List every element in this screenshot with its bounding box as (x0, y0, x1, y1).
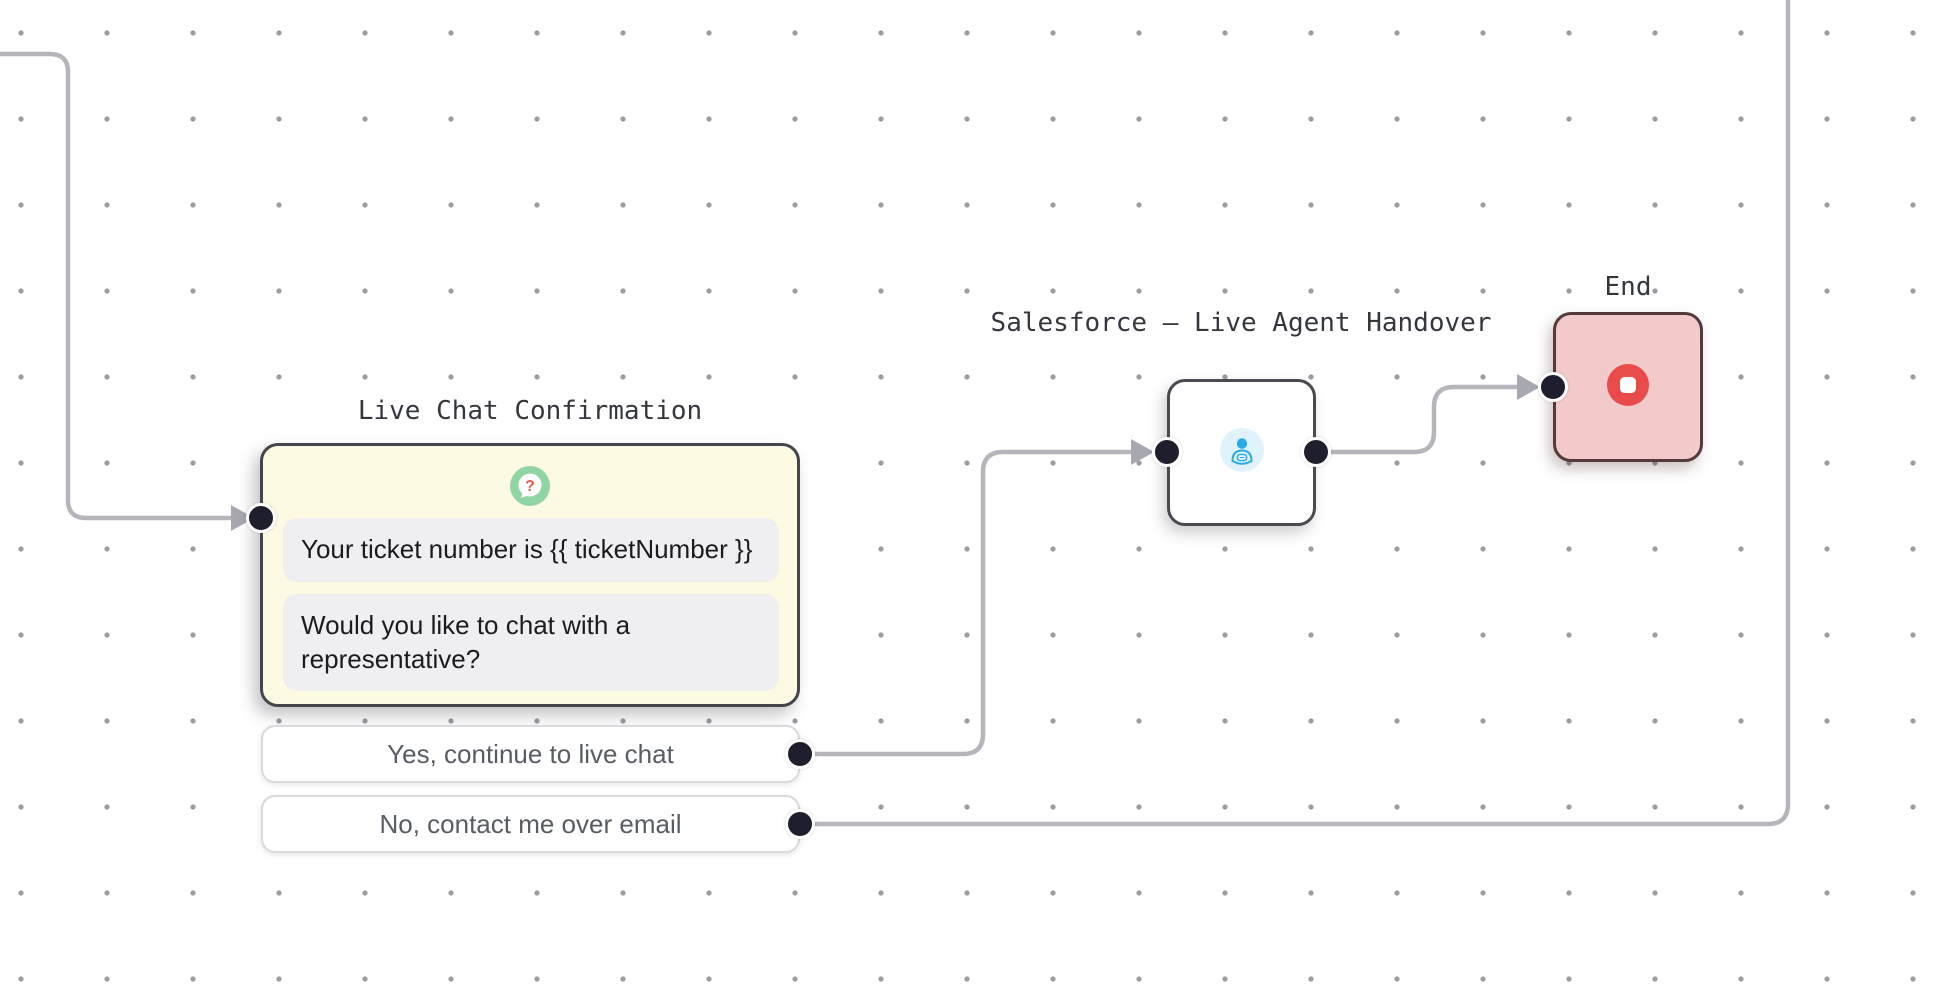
question-speech-bubble-icon: ? (510, 466, 550, 506)
option-yes-output-port[interactable] (785, 739, 815, 769)
message-bubble-ticket-number: Your ticket number is {{ ticketNumber }} (283, 518, 779, 582)
svg-text:?: ? (525, 478, 535, 495)
salesforce-node[interactable] (1167, 379, 1316, 526)
connection-salesforce-to-end[interactable] (1320, 384, 1519, 455)
live-chat-node-title: Live Chat Confirmation (357, 396, 703, 426)
option-button-no-label: No, contact me over email (379, 808, 682, 839)
connection-yes-to-salesforce[interactable] (803, 449, 1133, 757)
stop-icon (1607, 363, 1649, 411)
live-agent-person-icon (1219, 428, 1264, 477)
option-no-output-port[interactable] (785, 809, 815, 839)
arrowhead-into-live-chat (231, 505, 254, 531)
live-chat-input-port[interactable] (246, 503, 276, 533)
arrowhead-into-end (1517, 374, 1540, 400)
connection-incoming[interactable] (0, 51, 237, 521)
message-bubble-chat-question: Would you like to chat with a representa… (283, 594, 779, 691)
end-input-port[interactable] (1538, 372, 1568, 402)
connection-no-to-top[interactable] (803, 0, 1791, 827)
salesforce-input-port[interactable] (1152, 437, 1182, 467)
option-button-yes-label: Yes, continue to live chat (387, 738, 674, 769)
end-node[interactable] (1553, 312, 1703, 462)
arrowhead-into-salesforce (1131, 439, 1154, 465)
salesforce-node-title: Salesforce – Live Agent Handover (990, 308, 1492, 338)
end-node-title: End (1604, 272, 1652, 302)
salesforce-output-port[interactable] (1301, 437, 1331, 467)
live-chat-node[interactable]: ? Your ticket number is {{ ticketNumber … (260, 443, 800, 707)
option-button-yes[interactable]: Yes, continue to live chat (261, 725, 800, 783)
option-button-no[interactable]: No, contact me over email (261, 795, 800, 853)
